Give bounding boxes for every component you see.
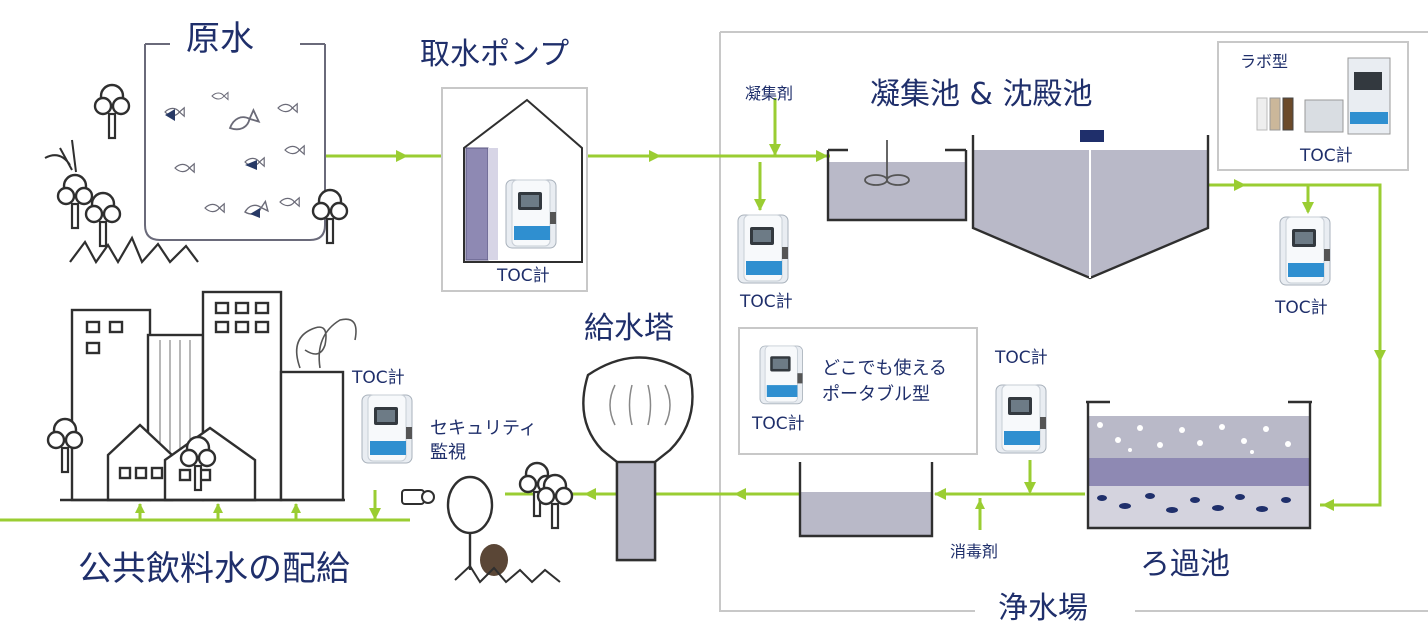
coagulant-label: 凝集剤 (745, 84, 794, 103)
valve-icon (401, 489, 435, 505)
water-tower-label: 給水塔 (584, 311, 674, 346)
lab-analyzer-icon (1256, 57, 1391, 135)
pump-toc-label: TOC計 (497, 266, 550, 286)
portable-toc-label: TOC計 (752, 414, 805, 434)
portable-text-2: ポータブル型 (822, 384, 930, 405)
water-tower-icon (582, 356, 694, 562)
sed-toc-label: TOC計 (1275, 298, 1328, 318)
coag-toc-label: TOC計 (740, 292, 793, 312)
purification-plant-label: 浄水場 (990, 594, 1096, 624)
toc-meter-icon (759, 345, 803, 405)
coag-sed-basin-label: 凝集池 & 沈殿池 (870, 77, 1093, 112)
tree-icon (93, 83, 131, 140)
mixer-icon (864, 140, 910, 186)
raw-water-scenery (44, 83, 349, 265)
disinfectant-label: 消毒剤 (950, 542, 999, 561)
security-label-2: 監視 (430, 442, 466, 463)
lab-type-panel (1217, 41, 1409, 171)
city (46, 290, 357, 502)
lab-type-label: ラボ型 (1240, 52, 1289, 71)
clear-water-tank (798, 462, 934, 538)
toc-meter-icon (995, 384, 1047, 454)
toc-meter-icon (1279, 216, 1331, 286)
raw-water-label: 原水 (178, 22, 262, 56)
coagulation-basin (826, 140, 968, 222)
public-distribution-label: 公共飲料水の配給 (78, 549, 350, 589)
filter-toc-label: TOC計 (995, 348, 1048, 368)
toc-meter-icon (361, 394, 413, 464)
lab-toc-label: TOC計 (1300, 146, 1353, 166)
portable-type-panel (738, 327, 978, 455)
sedimentation-basin (971, 130, 1210, 280)
portable-text-1: どこでも使える (822, 358, 947, 379)
purification-plant-boundary (719, 31, 1428, 612)
pump-house (441, 87, 588, 292)
intake-pump-label: 取水ポンプ (420, 37, 570, 72)
toc-meter-icon (737, 214, 789, 284)
tree-icon (56, 173, 94, 230)
filter-basin (1086, 400, 1312, 530)
raw-water-reservoir (144, 43, 326, 241)
security-area (361, 394, 574, 584)
security-toc-label: TOC計 (352, 368, 405, 388)
toc-meter-icon (505, 179, 557, 249)
filter-basin-label: ろ過池 (1140, 547, 1230, 582)
security-label-1: セキュリティ (430, 418, 537, 439)
tree-icon (446, 475, 494, 570)
building-icon (279, 370, 345, 502)
mole-icon (480, 544, 508, 576)
